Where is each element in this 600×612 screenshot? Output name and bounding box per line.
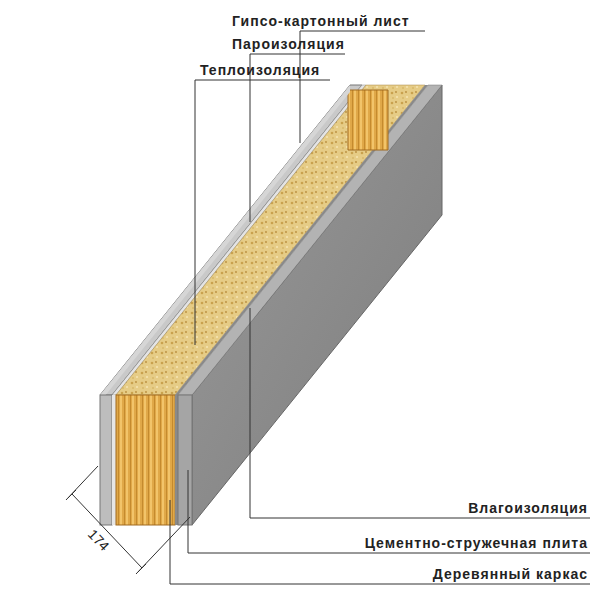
dimension-label: 174 [84, 525, 115, 556]
part-label: Влагоизоляция [468, 500, 588, 516]
part-label: Цементно-стружечная плита [365, 535, 588, 551]
part-label: Теплоизоляция [200, 62, 320, 78]
part-label: Деревянный каркас [433, 566, 588, 582]
part-label: Гипсо-картонный лист [232, 13, 410, 29]
part-label: Пароизоляция [232, 36, 345, 52]
